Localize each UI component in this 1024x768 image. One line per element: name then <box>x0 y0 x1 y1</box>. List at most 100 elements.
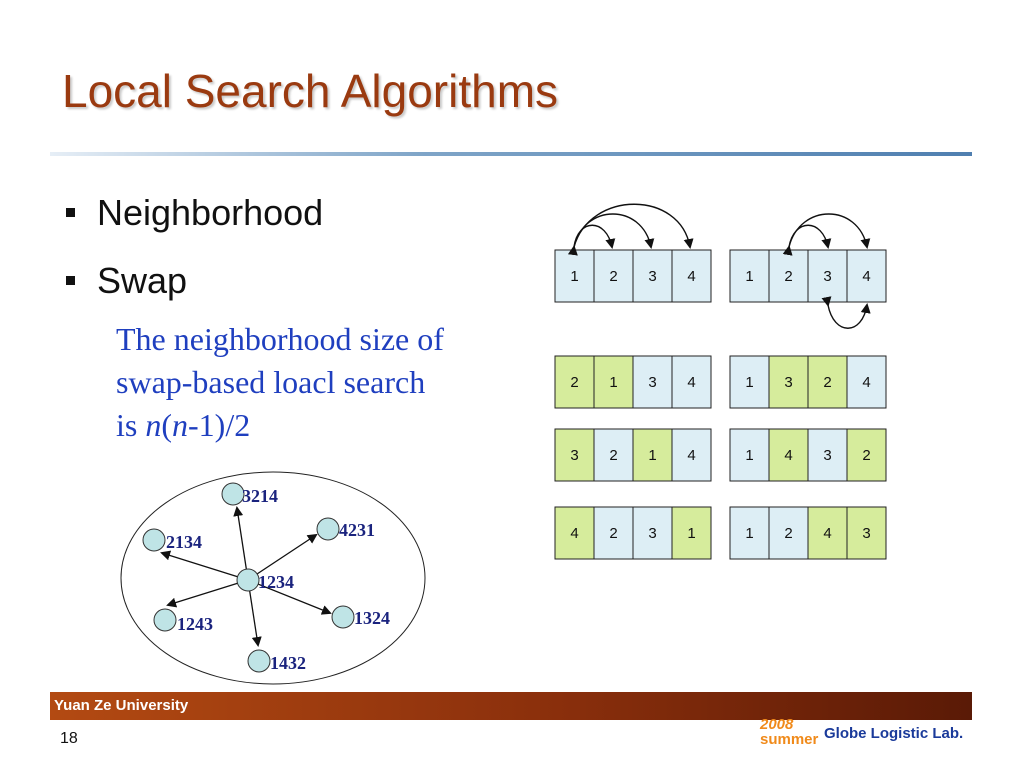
array-cell-value: 2 <box>862 447 870 464</box>
neighborhood-size-note: The neighborhood size of swap-based loac… <box>116 318 536 447</box>
array-cell-swapped <box>554 428 595 482</box>
bullet-text: Swap <box>97 260 188 301</box>
array-cell <box>768 506 809 560</box>
bullet-square-icon <box>66 275 75 285</box>
array-cell-value: 3 <box>784 374 792 391</box>
array-cell <box>807 249 848 303</box>
array-cell <box>729 355 770 409</box>
swapped-array-right-3: 1 2 4 3 <box>729 506 887 560</box>
array-cell <box>632 355 673 409</box>
swap-arc-1-2 <box>567 224 616 256</box>
array-cell <box>671 249 712 303</box>
array-cell-value: 3 <box>570 447 578 464</box>
array-cell-swapped <box>807 506 848 560</box>
neighbor-edge <box>247 579 332 615</box>
array-cell-value: 2 <box>784 268 792 285</box>
neighbor-node <box>316 517 340 541</box>
lab-season: summer <box>760 731 819 748</box>
neighbor-node <box>331 605 355 629</box>
note-text: -1)/2 <box>188 407 251 443</box>
neighbor-edge <box>160 550 249 581</box>
neighbor-node <box>153 608 177 632</box>
array-cell-swapped <box>846 506 887 560</box>
neighbor-node <box>142 528 166 552</box>
array-cell <box>729 428 770 482</box>
array-cell-swapped <box>554 506 595 560</box>
note-text: ( <box>161 407 172 443</box>
node-label: 1432 <box>270 653 306 673</box>
bullet-text: Neighborhood <box>97 192 324 233</box>
array-cell-value: 2 <box>609 525 617 542</box>
bullet-square-icon <box>66 207 75 217</box>
array-cell-value: 4 <box>862 268 870 285</box>
note-line: The neighborhood size of <box>116 321 444 357</box>
array-cell <box>768 249 809 303</box>
swapped-array-left-3: 4 2 3 1 <box>554 506 712 560</box>
array-cell-value: 4 <box>687 374 695 391</box>
array-cell-value: 1 <box>745 374 753 391</box>
array-cell-value: 2 <box>609 268 617 285</box>
array-cell-swapped <box>554 355 595 409</box>
array-cell-value: 2 <box>609 447 617 464</box>
array-cell <box>593 428 634 482</box>
array-cell-value: 3 <box>823 268 831 285</box>
lab-year: 2008 <box>760 716 794 733</box>
swap-arc-2-3 <box>782 224 832 256</box>
title-divider <box>50 152 972 156</box>
array-cell-value: 2 <box>784 525 792 542</box>
node-label: 2134 <box>166 532 202 552</box>
array-cell-value: 1 <box>609 374 617 391</box>
center-node <box>236 568 260 592</box>
array-cell-value: 4 <box>687 268 695 285</box>
swapped-array-left-1: 2 1 3 4 <box>554 355 712 409</box>
note-text: is <box>116 407 146 443</box>
array-cell-value: 4 <box>784 447 792 464</box>
page-number: 18 <box>60 730 78 747</box>
array-cell-value: 3 <box>862 525 870 542</box>
array-cell <box>593 249 634 303</box>
array-cell-value: 4 <box>823 525 831 542</box>
array-cell-value: 3 <box>648 268 656 285</box>
footer-bar <box>50 692 972 720</box>
array-cell <box>554 249 595 303</box>
array-cell-value: 3 <box>648 374 656 391</box>
node-label: 1243 <box>177 614 213 634</box>
array-cell-value: 3 <box>648 525 656 542</box>
array-cell <box>729 249 770 303</box>
array-cell-value: 1 <box>648 447 656 464</box>
lab-logo: 2008 summer Globe Logistic Lab. <box>760 716 970 752</box>
array-cell-value: 1 <box>745 268 753 285</box>
array-cell-swapped <box>632 428 673 482</box>
note-line: swap-based loacl search <box>116 364 426 400</box>
array-cell <box>846 249 887 303</box>
array-cell-value: 2 <box>570 374 578 391</box>
array-cell-swapped <box>807 355 848 409</box>
bullet-swap: Swap <box>66 260 187 302</box>
array-cell-value: 1 <box>570 268 578 285</box>
footer-university: Yuan Ze University <box>54 697 189 714</box>
array-cell-value: 1 <box>745 525 753 542</box>
array-cell <box>632 506 673 560</box>
array-cell <box>807 428 848 482</box>
node-label: 4231 <box>339 520 375 540</box>
array-cell-value: 2 <box>823 374 831 391</box>
neighbor-edge <box>247 533 318 581</box>
array-cell-value: 4 <box>570 525 578 542</box>
slide-title: Local Search Algorithms <box>62 65 559 117</box>
array-cell <box>593 506 634 560</box>
swap-arc-2-4 <box>788 213 871 249</box>
neighborhood-ellipse <box>120 471 426 685</box>
neighbor-edge <box>166 579 249 608</box>
neighbor-edge <box>247 579 262 647</box>
array-cell-swapped <box>593 355 634 409</box>
swap-arc-1-3 <box>573 213 655 249</box>
array-cell <box>846 355 887 409</box>
array-cell-value: 3 <box>823 447 831 464</box>
array-cell <box>671 355 712 409</box>
array-cell-value: 1 <box>687 525 695 542</box>
node-label: 1234 <box>258 572 294 592</box>
